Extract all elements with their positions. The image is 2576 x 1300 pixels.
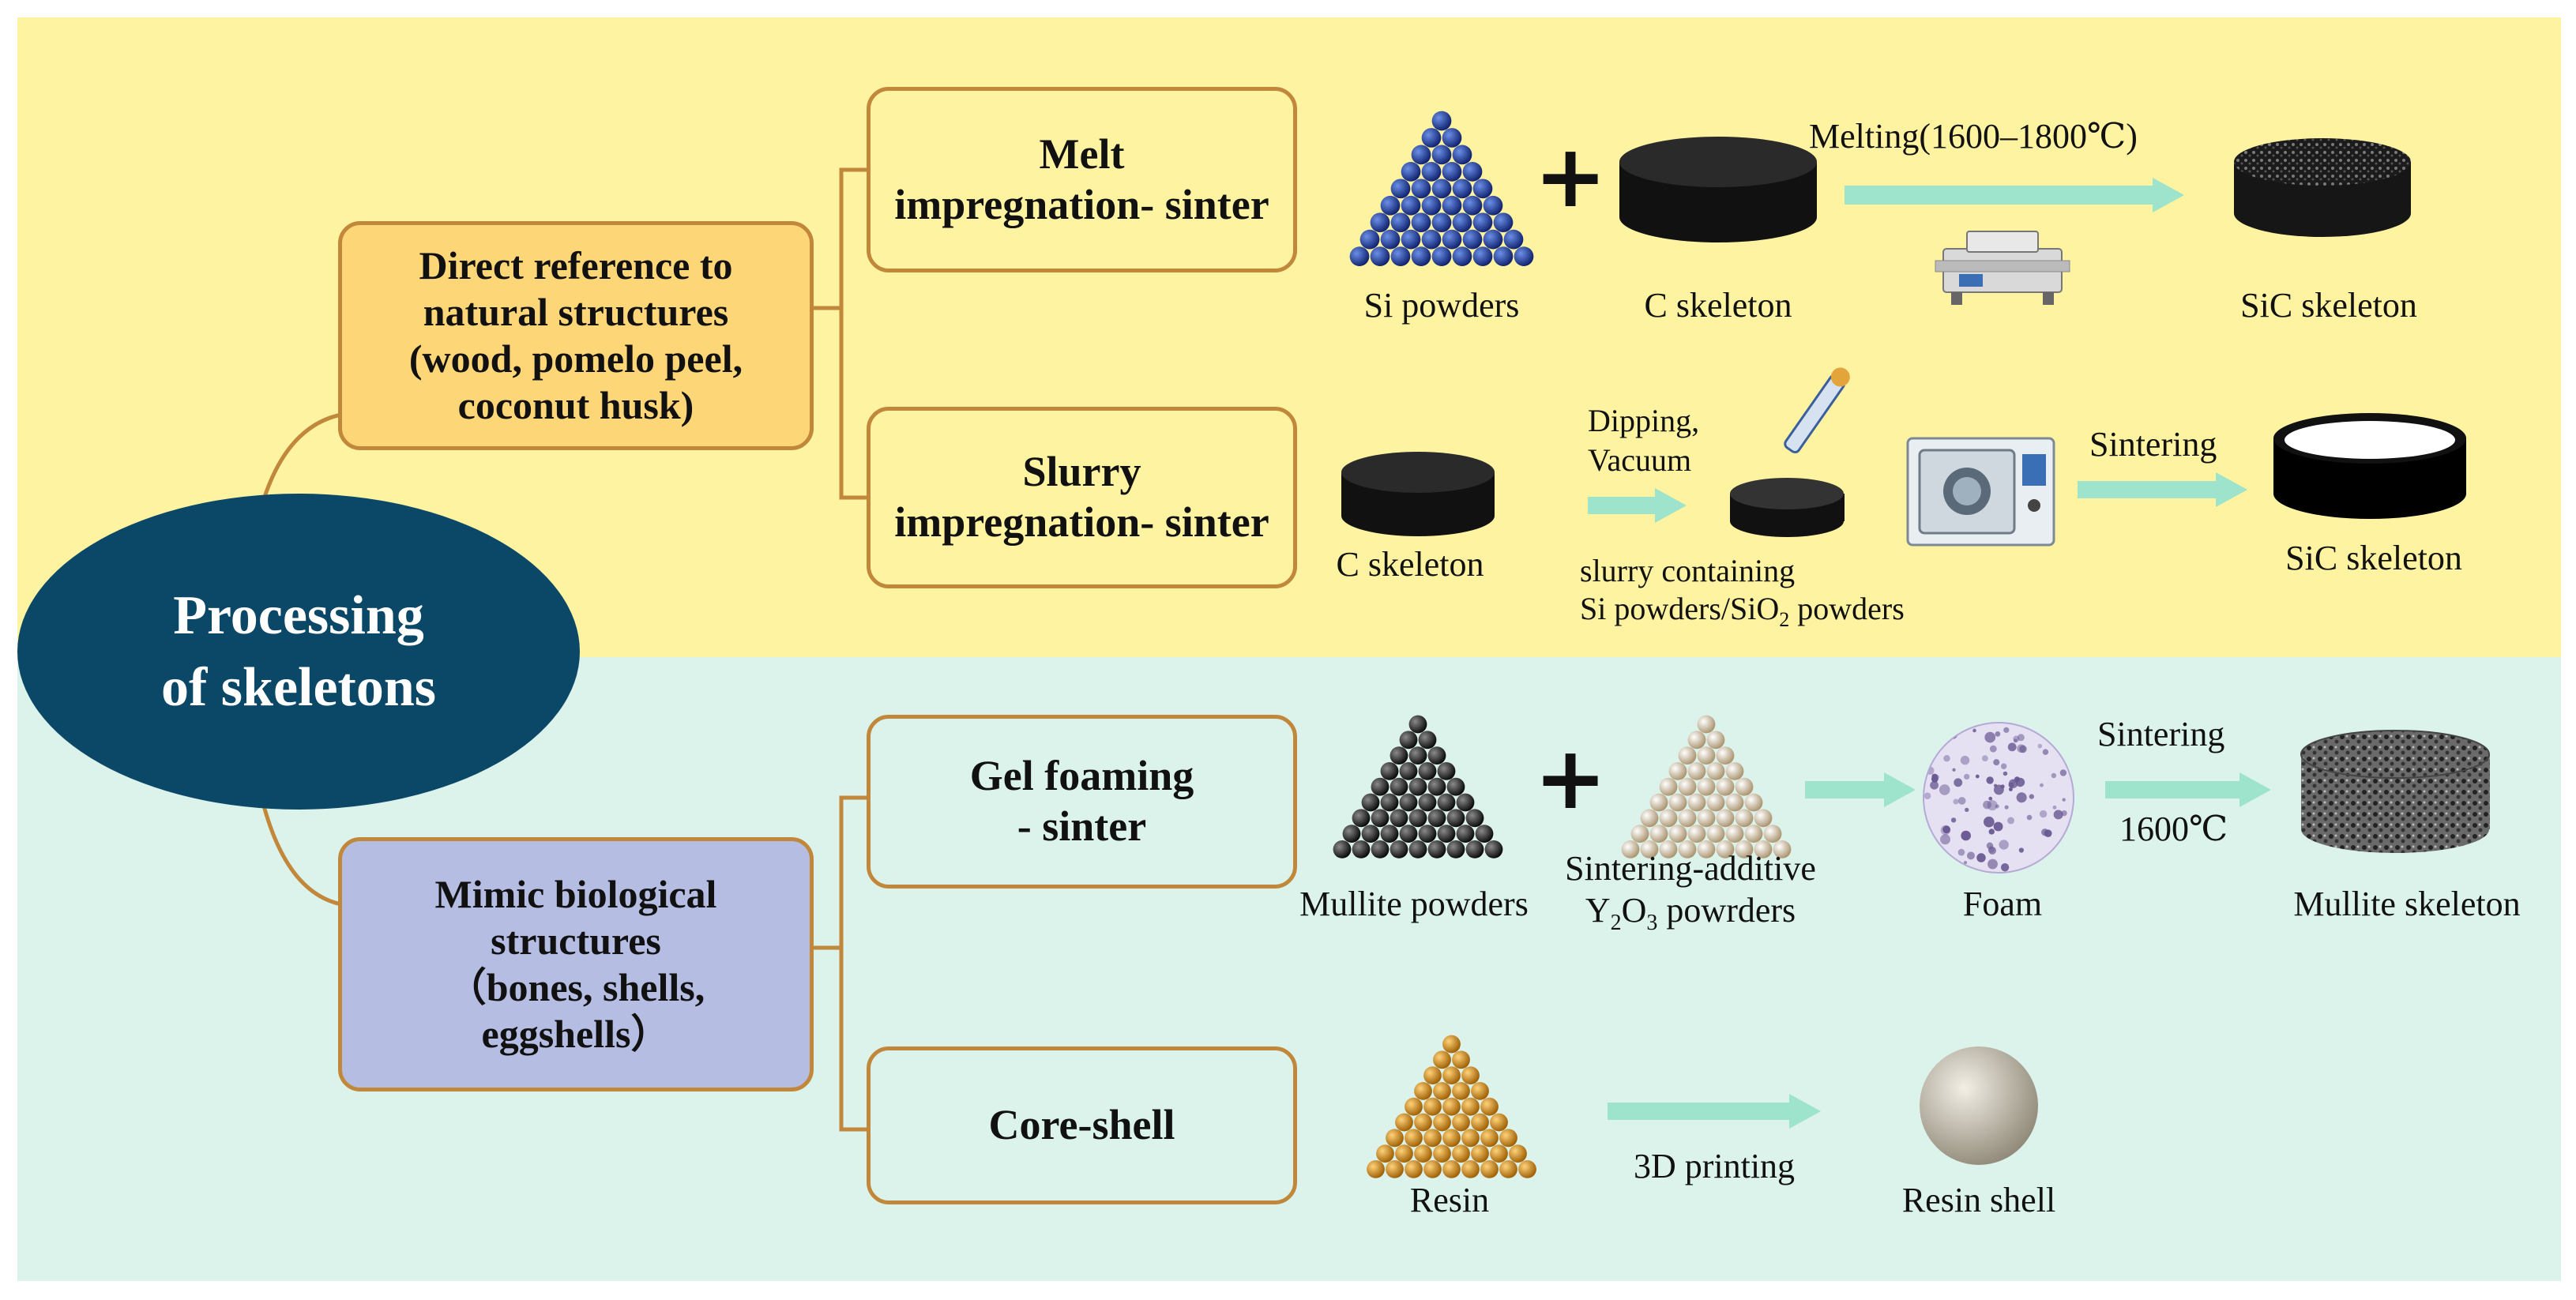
mullite-skeleton-porous-disc-icon [2300,730,2490,853]
label-mullite-skeleton: Mullite skeleton [2293,885,2521,923]
arrow-sintering-2 [2105,772,2271,807]
resin-shell-sphere-icon [1920,1046,2038,1165]
arrow-3d-printing [1608,1094,1821,1129]
label-sic-skeleton-2: SiC skeleton [2285,539,2462,577]
arrow-sintering-1 [2078,472,2247,507]
group-natural-line: natural structures [423,290,729,334]
plus-sign-1: + [1534,126,1608,227]
y2o3-sub-2: 2 [1610,910,1622,935]
group-biological-structures: Mimic biological structures （bones, shel… [338,837,814,1091]
group-biological-line: Mimic biological [434,872,717,916]
group-biological-line: structures [491,919,661,963]
label-sintering-additive: Sintering-additive [1565,849,1816,888]
label-foam: Foam [1962,885,2043,923]
arrow-melting [1845,178,2184,212]
sic-skeleton-ring-icon [2273,413,2466,519]
dropper-and-dish-icon [1730,367,1850,537]
slurry-text: Si powders/SiO [1580,591,1780,626]
method-slurry-line: impregnation- sinter [894,498,1269,546]
c-skeleton-disc-icon-2 [1341,452,1495,536]
label-dipping: Dipping, [1588,403,1700,438]
sic-skeleton-porous-disc-icon [2234,138,2411,237]
group-natural-line: (wood, pomelo peel, [408,336,743,381]
y2o3-sub-3: 3 [1646,910,1658,935]
label-y2o3-powders: Y2O3 powrders [1585,891,1796,936]
root-line-1: Processing [173,585,424,646]
label-sic-skeleton-1: SiC skeleton [2240,286,2417,325]
label-vacuum: Vacuum [1588,442,1692,478]
arrow-to-foam [1805,772,1916,807]
method-melt-line: Melt [1039,130,1125,178]
label-sintering-2: Sintering [2097,715,2225,753]
method-melt-line: impregnation- sinter [894,180,1269,228]
y2o3-o: O [1621,891,1647,930]
mullite-powder-pile-icon [1333,715,1503,859]
label-si-powders: Si powders [1363,286,1520,325]
y2o3-y: Y [1585,891,1611,930]
plus-sign-2: + [1534,727,1608,828]
label-slurry-powders: Si powders/SiO2 powders [1580,591,1905,632]
method-slurry-line: Slurry [1022,448,1141,496]
label-c-skeleton-2: C skeleton [1336,545,1484,584]
group-natural-line: coconut husk) [457,383,694,427]
foam-icon [1923,722,2074,874]
method-melt-impregnation-sinter: Melt impregnation- sinter [867,87,1297,272]
group-natural-line: Direct reference to [419,243,733,287]
label-mullite-powders: Mullite powders [1299,885,1529,923]
method-gel-line: - sinter [1017,802,1147,850]
method-gel-foaming-sinter: Gel foaming - sinter [867,715,1297,889]
label-resin: Resin [1409,1181,1490,1219]
vacuum-oven-icon [1906,437,2055,547]
group-biological-line: eggshells） [481,1012,671,1056]
slurry-text-end: powders [1789,591,1905,626]
group-natural-structures: Direct reference to natural structures (… [338,221,814,450]
method-core-shell: Core-shell [867,1046,1297,1204]
label-c-skeleton-1: C skeleton [1644,286,1792,325]
label-resin-shell: Resin shell [1901,1181,2056,1219]
label-temperature-1600: 1600℃ [2119,810,2228,848]
si-powder-pile-icon [1349,111,1534,266]
root-line-2: of skeletons [160,657,437,718]
root-node-processing-of-skeletons: Processing of skeletons [17,494,580,810]
label-melting-step: Melting(1600–1800℃) [1809,117,2138,156]
group-biological-line: （bones, shells, [446,965,705,1009]
y2o3-rest: powrders [1657,891,1796,930]
arrow-dipping [1588,488,1687,523]
method-gel-line: Gel foaming [969,752,1194,800]
tube-furnace-icon [1935,231,2070,305]
slurry-subscript: 2 [1779,608,1790,631]
c-skeleton-disc-icon [1619,137,1817,242]
label-sintering-1: Sintering [2089,425,2217,464]
resin-powder-pile-icon [1367,1035,1536,1178]
method-slurry-impregnation-sinter: Slurry impregnation- sinter [867,407,1297,588]
sintering-additive-pile-icon [1621,715,1792,859]
label-3d-printing: 3D printing [1633,1147,1796,1185]
label-slurry-containing: slurry containing [1580,553,1796,588]
method-core-line: Core-shell [988,1101,1175,1149]
